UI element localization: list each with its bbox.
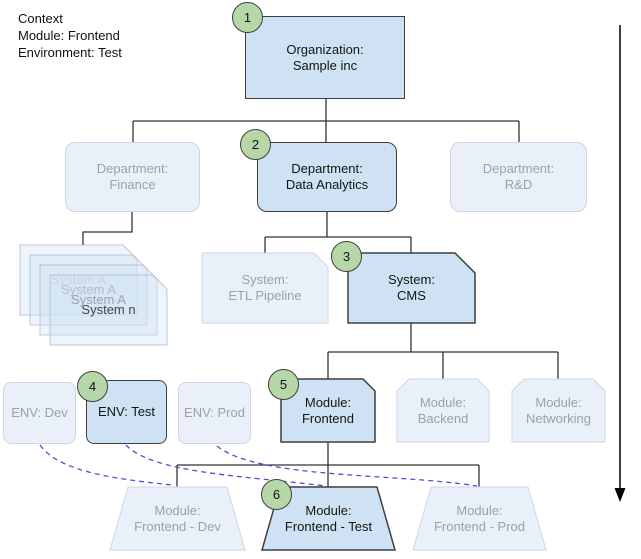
node-env-dev: ENV: Dev	[3, 382, 76, 444]
step-badge-2: 2	[240, 129, 271, 160]
connector-org-to-departments	[132, 99, 520, 142]
dashed-link-envdev-to-instancedev	[39, 444, 173, 486]
connector-frontend-to-instances	[176, 442, 480, 487]
dashed-link-envtest-to-instancetest	[125, 444, 327, 487]
node-department-finance: Department: Finance	[65, 142, 200, 212]
node-department-rnd: Department: R&D	[450, 142, 587, 212]
module-backend-shape	[396, 378, 490, 443]
system-stack-card-4	[49, 274, 168, 346]
step-badge-5: 5	[268, 369, 299, 400]
connector-finance-to-system-stack	[82, 212, 133, 245]
system-cms-shape	[347, 252, 476, 324]
step-badge-6: 6	[261, 479, 292, 510]
dashed-link-envprod-to-instanceprod	[216, 445, 478, 487]
node-organization: Organization: Sample inc	[245, 16, 405, 99]
step-badge-1: 1	[232, 2, 263, 33]
module-networking-shape	[511, 378, 606, 443]
node-department-data-analytics: Department: Data Analytics	[257, 142, 397, 212]
system-stack-card-3	[39, 264, 158, 336]
flow-arrow-head-icon	[614, 488, 626, 502]
instance-frontend-dev-shape	[109, 486, 246, 551]
system-stack-card-2	[29, 254, 148, 326]
instance-frontend-test-shape	[261, 486, 396, 551]
step-badge-4: 4	[77, 371, 108, 402]
context-text: Context Module: Frontend Environment: Te…	[18, 11, 122, 60]
system-etl-shape	[201, 252, 329, 324]
node-env-prod: ENV: Prod	[178, 382, 251, 444]
connector-cms-to-modules	[327, 323, 559, 379]
instance-frontend-prod-shape	[412, 486, 547, 551]
connector-dataanalytics-to-systems	[264, 212, 412, 253]
system-stack-card-1	[19, 244, 138, 316]
step-badge-3: 3	[331, 241, 362, 272]
